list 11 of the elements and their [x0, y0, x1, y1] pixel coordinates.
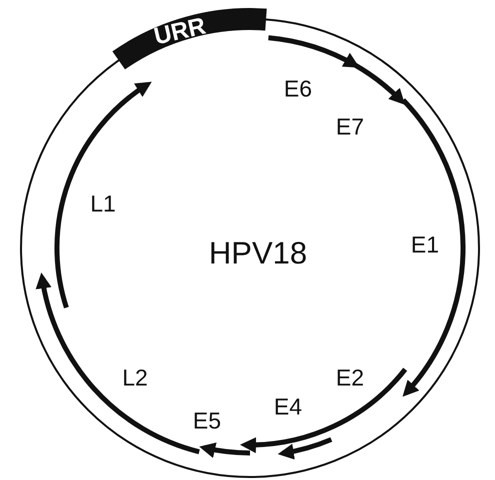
gene-label: L2 — [122, 366, 148, 390]
genome-title: HPV18 — [208, 238, 308, 268]
gene-label: E4 — [274, 396, 302, 418]
genome-region-band — [112, 8, 267, 70]
gene-label: E1 — [410, 234, 440, 256]
gene-label: L1 — [90, 192, 116, 216]
gene-label: E7 — [336, 116, 364, 138]
gene-label: E2 — [336, 366, 364, 390]
gene-label: E6 — [284, 78, 312, 100]
region-label: URR — [152, 14, 208, 50]
gene-label: E5 — [192, 410, 222, 432]
